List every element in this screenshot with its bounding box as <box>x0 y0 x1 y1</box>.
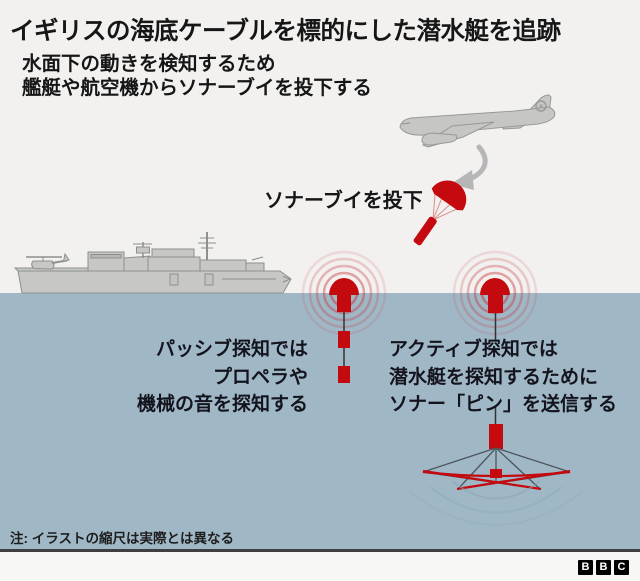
subtitle-line-1: 水面下の動きを検知するため <box>22 53 276 75</box>
sonar-ping-arcs-icon <box>409 480 583 526</box>
parachute-sonobuoy-icon <box>413 180 467 246</box>
bbc-logo-letter: B <box>596 559 611 575</box>
subtitle-line-2: 艦艇や航空機からソナーブイを投下する <box>22 77 372 99</box>
water-background <box>0 293 640 549</box>
page-subtitle: 水面下の動きを検知するため 艦艇や航空機からソナーブイを投下する <box>22 52 372 100</box>
sky-background <box>0 0 640 293</box>
passive-line-3: 機械の音を探知する <box>136 394 308 415</box>
footer: B B C <box>0 551 640 581</box>
active-line-2: 潜水艇を探知するために <box>389 366 599 388</box>
scale-footnote: 注: イラストの縮尺は実際とは異なる <box>10 531 234 546</box>
helicopter-icon <box>26 252 70 272</box>
active-sonobuoy-icon <box>409 278 583 526</box>
passive-sonobuoy-icon <box>329 278 359 383</box>
sonobuoy-drop-label: ソナーブイを投下 <box>264 190 423 212</box>
passive-line-2: プロペラや <box>212 366 308 388</box>
sonar-web-icon <box>422 447 571 491</box>
bbc-logo-letter: B <box>578 559 593 575</box>
warship-icon <box>13 232 292 294</box>
active-detection-label: アクティブ探知では 潜水艇を探知するために ソナー「ピン」を送信する <box>389 336 617 419</box>
bbc-logo: B B C <box>578 559 629 575</box>
patrol-aircraft-icon <box>399 94 556 148</box>
page-title: イギリスの海底ケーブルを標的にした潜水艇を追跡 <box>10 18 561 45</box>
passive-detection-label: パッシブ探知では プロペラや 機械の音を探知する <box>137 336 308 419</box>
active-line-3: ソナー「ピン」を送信する <box>389 394 618 415</box>
active-line-1: アクティブ探知では <box>389 339 558 360</box>
bbc-logo-letter: C <box>614 559 629 575</box>
footer-divider <box>0 549 640 552</box>
passive-line-1: パッシブ探知では <box>155 339 308 360</box>
